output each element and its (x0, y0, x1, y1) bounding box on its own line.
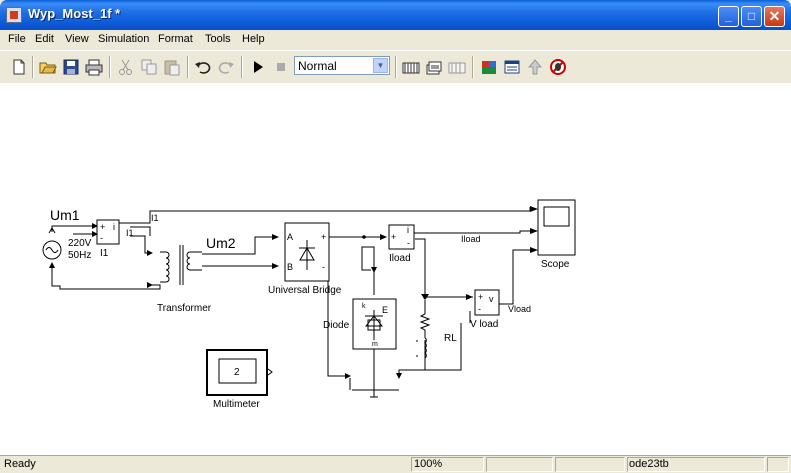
menu-view[interactable]: View (65, 33, 89, 45)
close-button[interactable]: ✕ (764, 6, 785, 27)
library-browser-icon[interactable] (480, 58, 498, 76)
source-voltage-label: 220V (68, 238, 92, 249)
update-diagram-icon[interactable] (425, 58, 443, 76)
model-diagram: Um1 220V 50Hz + i - I1 I1 I1 Transformer… (42, 199, 576, 410)
scope-block[interactable] (537, 199, 576, 256)
iload-wire-label: Iload (461, 234, 481, 244)
model-canvas[interactable]: Um1 220V 50Hz + i - I1 I1 I1 Transformer… (0, 83, 791, 455)
universal-bridge-label: Universal Bridge (268, 285, 342, 296)
i1-wire-label: I1 (126, 228, 134, 238)
label-um2: Um2 (206, 235, 236, 251)
iload-i-label: i (407, 225, 409, 235)
model-explorer-icon[interactable] (503, 58, 521, 76)
vload-v-label: v (489, 294, 494, 304)
voltage-measurement-vload-block[interactable]: + v - (474, 289, 500, 316)
menu-simulation[interactable]: Simulation (98, 33, 150, 45)
window-title: Wyp_Most_1f * (28, 6, 121, 21)
transformer-block[interactable] (160, 245, 202, 285)
menu-edit[interactable]: Edit (35, 33, 54, 45)
rl-load-block[interactable] (416, 300, 431, 359)
current-measurement-iload-block[interactable]: + i - (388, 224, 415, 250)
source-frequency-label: 50Hz (68, 250, 91, 261)
toolbar (0, 50, 791, 84)
undo-icon[interactable] (194, 58, 212, 76)
debug-icon[interactable] (549, 58, 567, 76)
scope-label: Scope (541, 259, 570, 270)
status-panel-3 (555, 457, 625, 472)
vload-wire-label: Vload (508, 304, 531, 314)
transformer-label: Transformer (157, 303, 212, 314)
menu-tools[interactable]: Tools (205, 33, 231, 45)
chevron-down-icon[interactable]: ▼ (373, 58, 388, 73)
i1-block-label: I1 (100, 248, 109, 259)
start-simulation-icon[interactable] (249, 58, 267, 76)
i1-i-label: i (113, 222, 115, 232)
i1-scope-wire-label: I1 (151, 213, 159, 223)
bridge-a-label: A (287, 232, 293, 242)
multimeter-block[interactable]: 2 (206, 349, 273, 396)
resize-grip[interactable] (767, 457, 789, 472)
diode-k-label: k (362, 303, 366, 310)
save-icon[interactable] (62, 58, 80, 76)
copy-icon[interactable] (140, 58, 158, 76)
bridge-b-label: B (287, 262, 293, 272)
go-to-parent-icon[interactable] (526, 58, 544, 76)
vload-minus-label: - (478, 304, 481, 314)
ac-voltage-source-block[interactable] (42, 227, 62, 260)
menu-help[interactable]: Help (242, 33, 265, 45)
status-bar: Ready 100% ode23tb (0, 455, 791, 473)
bridge-minus-label: - (322, 262, 325, 272)
menu-format[interactable]: Format (158, 33, 193, 45)
simulink-app-icon[interactable] (6, 7, 22, 23)
multimeter-label: Multimeter (213, 399, 260, 410)
diode-e-label: E (382, 305, 388, 315)
diode-label: Diode (323, 320, 350, 331)
open-icon[interactable] (39, 58, 57, 76)
multimeter-value: 2 (234, 367, 240, 378)
build-subsystem-icon[interactable] (448, 58, 466, 76)
minimize-button[interactable]: _ (718, 6, 739, 27)
print-icon[interactable] (85, 58, 103, 76)
zoom-level: 100% (414, 458, 443, 470)
status-panel-2 (486, 457, 553, 472)
maximize-button[interactable]: □ (741, 6, 762, 27)
i1-plus-label: + (100, 222, 105, 232)
title-bar: Wyp_Most_1f * _ □ ✕ (0, 0, 791, 30)
redo-icon[interactable] (217, 58, 235, 76)
rl-label: RL (444, 333, 457, 344)
diode-m-label: m (372, 341, 378, 348)
menu-file[interactable]: File (8, 33, 26, 45)
label-um1: Um1 (50, 207, 80, 223)
cut-icon[interactable] (117, 58, 135, 76)
i1-minus-label: - (100, 233, 103, 243)
build-icon[interactable] (402, 58, 420, 76)
status-text: Ready (4, 458, 36, 470)
simulation-mode-value: Normal (298, 59, 337, 73)
diode-block[interactable]: E m k (352, 298, 397, 350)
iload-minus-label: - (407, 238, 410, 248)
paste-icon[interactable] (163, 58, 181, 76)
new-icon[interactable] (10, 58, 28, 76)
current-measurement-i1-block[interactable]: + i - (96, 219, 120, 245)
solver-name: ode23tb (629, 458, 669, 470)
universal-bridge-block[interactable]: A B + - (284, 222, 330, 282)
stop-simulation-icon[interactable] (272, 58, 290, 76)
vload-plus-label: + (478, 292, 483, 302)
simulation-mode-select[interactable]: Normal ▼ (294, 56, 390, 75)
bridge-plus-label: + (321, 232, 326, 242)
menu-bar: File Edit View Simulation Format Tools H… (0, 30, 791, 49)
iload-block-label: Iload (389, 253, 411, 264)
vload-block-label: V load (470, 319, 498, 330)
iload-plus-label: + (391, 232, 396, 242)
